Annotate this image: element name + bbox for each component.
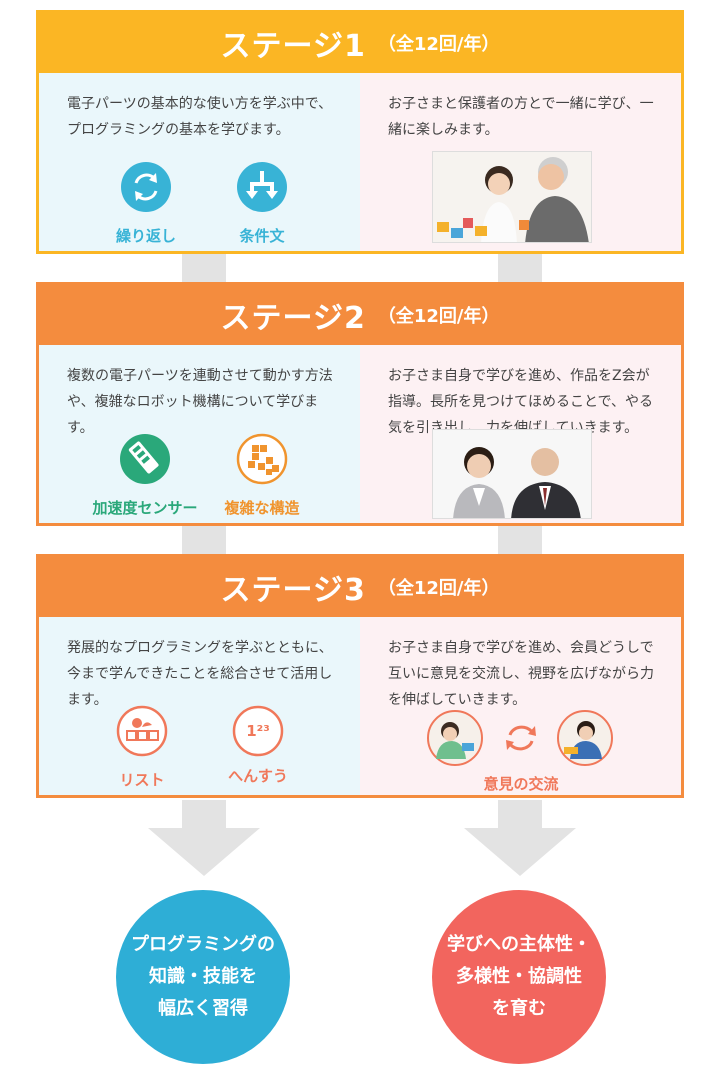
stage1-card: ステージ1 （全12回/年） 電子パーツの基本的な使い方を学ぶ中で、プログラミン… [36, 10, 684, 254]
stage3-header: ステージ3 （全12回/年） [39, 557, 681, 617]
down-arrow-left [148, 800, 260, 876]
stage2-icon-label-accelerometer: 加速度センサー [92, 499, 198, 517]
connector-right-1 [498, 252, 542, 284]
student-photo-left [426, 709, 484, 771]
connector-left-1 [182, 252, 226, 284]
outcome-circle-skills: プログラミングの 知識・技能を 幅広く習得 [116, 890, 290, 1064]
stage2-title: ステージ2 [220, 301, 366, 336]
stage1-left-text: 電子パーツの基本的な使い方を学ぶ中で、プログラミングの基本を学びます。 [67, 96, 333, 138]
stage3-subtitle: （全12回/年） [377, 578, 500, 599]
outcome-circle-attitude: 学びへの主体性・ 多様性・協調性 を育む [432, 890, 606, 1064]
stage1-left-panel: 電子パーツの基本的な使い方を学ぶ中で、プログラミングの基本を学びます。 繰り返し [39, 73, 360, 251]
stage2-icon-item-accelerometer: 加速度センサー [83, 433, 207, 518]
stage3-card: ステージ3 （全12回/年） 発展的なプログラミングを学ぶとともに、今まで学んで… [36, 554, 684, 798]
outcome-skills-line2: 知識・技能を [149, 966, 257, 987]
stage2-left-panel: 複数の電子パーツを連動させて動かす方法や、複雑なロボット機構について学びます。 … [39, 345, 360, 523]
condition-icon [236, 161, 288, 217]
accelerometer-icon [119, 433, 171, 489]
complex-structure-icon [236, 433, 288, 489]
stage3-right-panel: お子さま自身で学びを進め、会員どうしで互いに意見を交流し、視野を広げながら力を伸… [360, 617, 681, 795]
stage1-right-text: お子さまと保護者の方とで一緒に学び、一緒に楽しみます。 [388, 96, 654, 138]
variable-glyph: 1²³ [246, 722, 270, 740]
repeat-icon [120, 161, 172, 217]
outcome-skills-line3: 幅広く習得 [158, 998, 248, 1019]
parent-child-photo [432, 151, 592, 243]
stage1-icon-item-condition: 条件文 [207, 161, 317, 246]
stage1-icon-label-repeat: 繰り返し [115, 227, 176, 245]
stage1-subtitle: （全12回/年） [377, 34, 500, 55]
stage2-icon-label-structure: 複雑な構造 [224, 499, 300, 517]
stage3-icon-label-variable: へんすう [228, 767, 288, 785]
connector-right-2 [498, 524, 542, 556]
stage3-left-text: 発展的なプログラミングを学ぶとともに、今まで学んできたことを総合させて活用します… [67, 640, 333, 708]
stage3-icon-item-list: リスト [87, 705, 197, 790]
outcome-attitude-line1: 学びへの主体性・ [447, 934, 591, 955]
stage1-icon-label-condition: 条件文 [239, 227, 285, 245]
exchange-label: 意見の交流 [483, 775, 559, 793]
stage3-icon-label-list: リスト [119, 771, 165, 789]
stage3-icon-item-variable: 1²³ へんすう [203, 705, 313, 786]
outcome-attitude-line3: を育む [492, 998, 546, 1019]
stage3-title: ステージ3 [220, 573, 366, 608]
stage1-right-panel: お子さまと保護者の方とで一緒に学び、一緒に楽しみます。 [360, 73, 681, 251]
outcome-skills-line1: プログラミングの [131, 934, 275, 955]
stage2-header: ステージ2 （全12回/年） [39, 285, 681, 345]
stage2-left-text: 複数の電子パーツを連動させて動かす方法や、複雑なロボット機構について学びます。 [67, 368, 333, 436]
outcome-attitude-line2: 多様性・協調性 [456, 966, 582, 987]
down-arrow-right [464, 800, 576, 876]
exchange-arrows-icon [502, 721, 540, 759]
variable-icon: 1²³ [232, 705, 284, 757]
stage2-right-panel: お子さま自身で学びを進め、作品をZ会が指導。長所を見つけてほめることで、やる気を… [360, 345, 681, 523]
stage2-card: ステージ2 （全12回/年） 複数の電子パーツを連動させて動かす方法や、複雑なロ… [36, 282, 684, 526]
exchange-graphic: 意見の交流 [426, 709, 616, 793]
stage1-title: ステージ1 [220, 29, 366, 64]
connector-left-2 [182, 524, 226, 556]
stage2-subtitle: （全12回/年） [377, 306, 500, 327]
list-icon [116, 705, 168, 761]
instructors-photo [432, 429, 592, 519]
student-photo-right [556, 709, 614, 771]
stage2-icon-item-structure: 複雑な構造 [207, 433, 317, 518]
stage1-icon-item-repeat: 繰り返し [91, 161, 201, 246]
stage1-header: ステージ1 （全12回/年） [39, 13, 681, 73]
stage3-left-panel: 発展的なプログラミングを学ぶとともに、今まで学んできたことを総合させて活用します… [39, 617, 360, 795]
stage3-right-text: お子さま自身で学びを進め、会員どうしで互いに意見を交流し、視野を広げながら力を伸… [388, 640, 654, 708]
